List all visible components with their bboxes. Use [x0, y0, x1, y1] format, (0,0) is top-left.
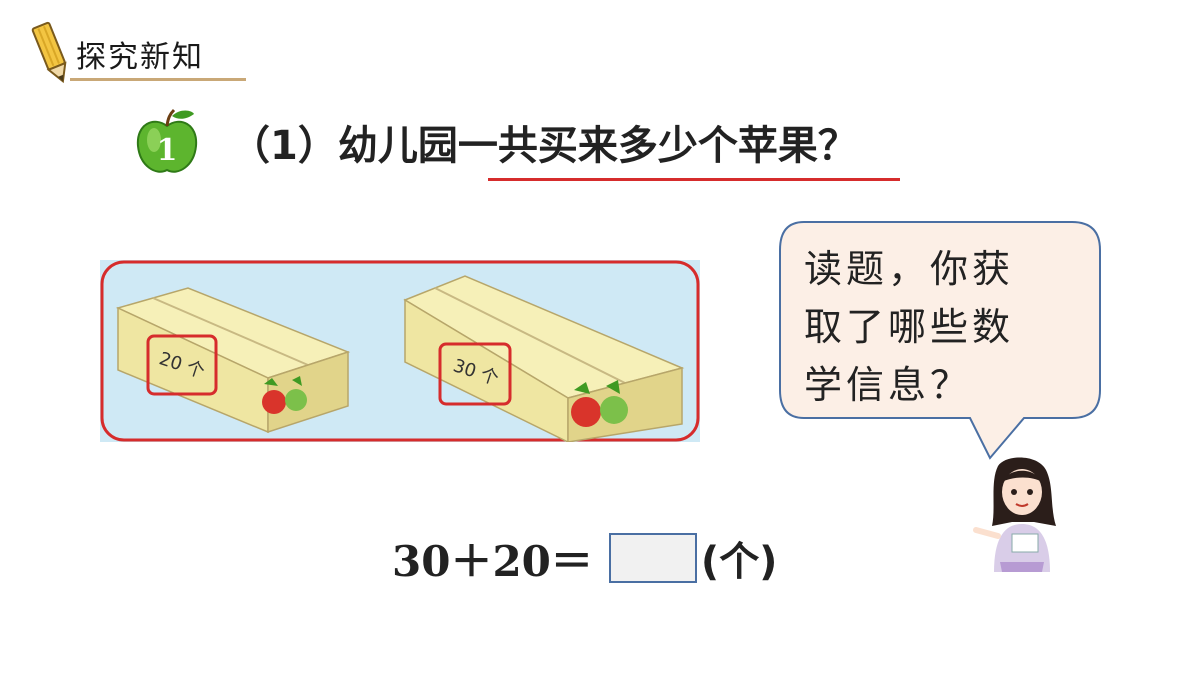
box-30-label-highlight [438, 342, 512, 406]
apple-icon [136, 108, 198, 173]
section-title-underline [70, 78, 246, 81]
pencil-icon [31, 21, 67, 84]
box-20: 20 个 [115, 287, 351, 434]
apple-boxes-illustration: 20 个 30 个 [100, 260, 700, 442]
box-20-label-highlight [146, 334, 218, 396]
bubble-line-2: 取了哪些数 [804, 305, 1015, 349]
question-text: （1）幼儿园一共买来多少个苹果？ [230, 123, 858, 169]
equation-expression: 30＋20＝ [392, 536, 593, 586]
bubble-text: 读题，你获 取了哪些数 学信息？ [804, 240, 1054, 414]
box-30: 30 个 [403, 275, 685, 442]
question-number: 1 [157, 133, 178, 168]
equation-unit: (个) [700, 539, 778, 585]
apples-icon [571, 380, 628, 427]
section-header-decoration [31, 21, 67, 84]
apple-number-badge: 1 [136, 108, 198, 173]
question-underline [488, 178, 900, 181]
teacher-illustration [973, 457, 1056, 572]
equation: 30＋20＝ (个) [392, 528, 777, 588]
bubble-line-3: 学信息？ [804, 363, 973, 407]
answer-box[interactable] [608, 533, 697, 583]
apples-icon [262, 376, 307, 414]
bubble-line-1: 读题，你获 [804, 247, 1015, 291]
section-title: 探究新知 [76, 40, 204, 75]
speech-bubble [779, 221, 1101, 460]
scene-frame [100, 260, 700, 442]
